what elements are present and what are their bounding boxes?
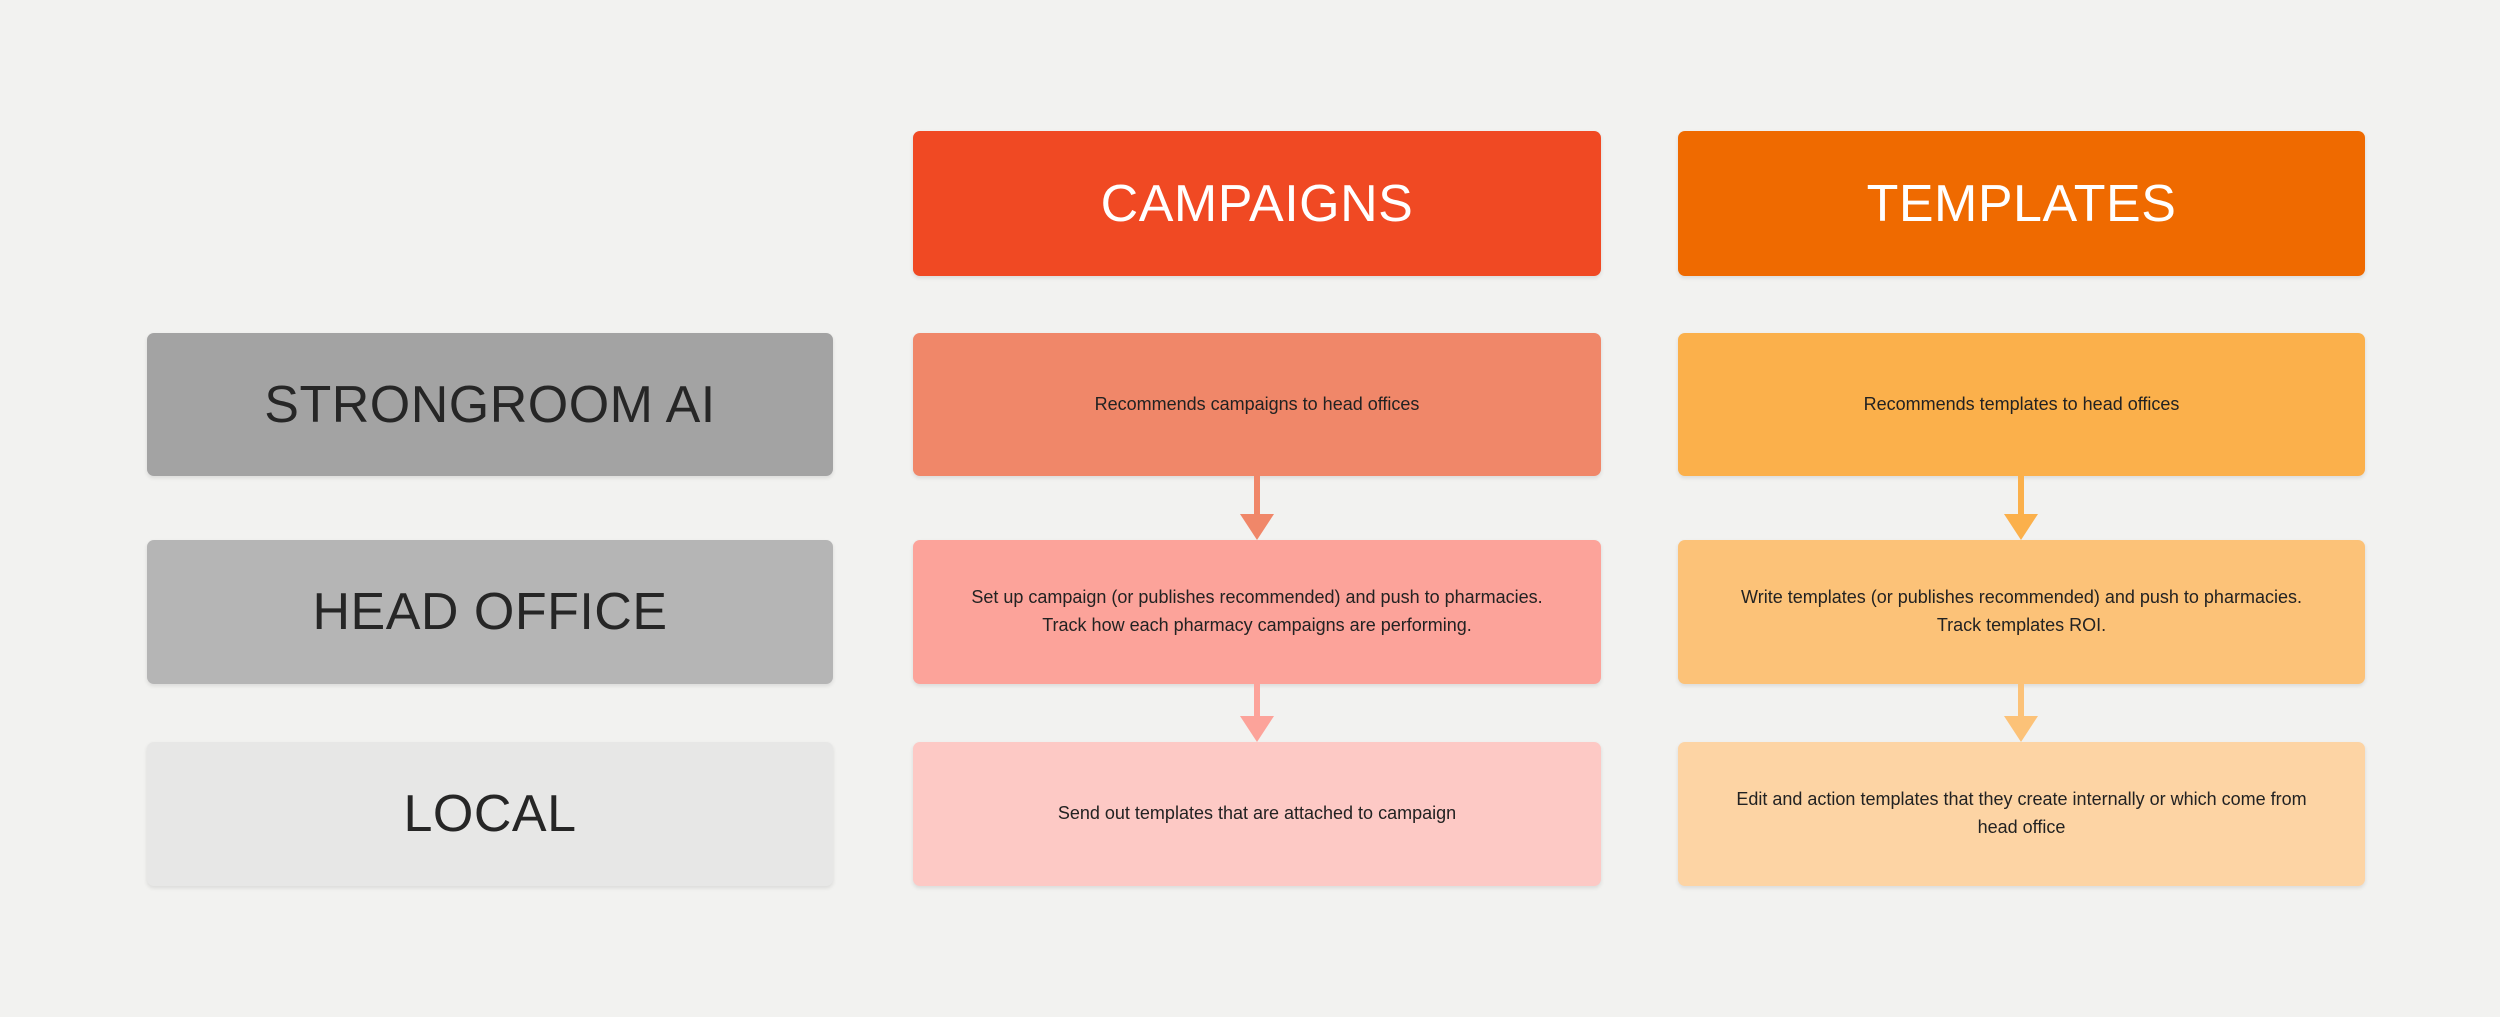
templates-strongroom-cell-text: Recommends templates to head offices <box>1863 393 2180 414</box>
campaigns-head-office-cell-text: Set up campaign (or publishes recommende… <box>971 587 1543 635</box>
templates-head-office-cell-text: Write templates (or publishes recommende… <box>1741 587 2302 635</box>
row-label-strongroom-ai: STRONGROOM AI <box>147 333 833 476</box>
arrow-stem <box>2018 684 2024 716</box>
arrow-down-icon <box>1240 476 1274 540</box>
campaigns-local-cell-text: Send out templates that are attached to … <box>1057 803 1457 824</box>
arrow-down-icon <box>2004 684 2038 742</box>
campaigns-header-label: CAMPAIGNS <box>1100 174 1414 233</box>
templates-local-cell: Edit and action templates that they crea… <box>1678 742 2365 886</box>
arrow-stem <box>2018 476 2024 514</box>
campaigns-strongroom-cell: Recommends campaigns to head offices <box>913 333 1601 476</box>
campaigns-strongroom-cell-text: Recommends campaigns to head offices <box>1094 393 1420 414</box>
arrow-head <box>1240 716 1274 742</box>
row-label-local-text: LOCAL <box>403 785 577 843</box>
campaigns-local-cell: Send out templates that are attached to … <box>913 742 1601 886</box>
row-label-local: LOCAL <box>147 742 833 886</box>
arrow-down-icon <box>1240 684 1274 742</box>
templates-local-cell-text: Edit and action templates that they crea… <box>1736 789 2307 837</box>
templates-strongroom-cell: Recommends templates to head offices <box>1678 333 2365 476</box>
arrow-head <box>2004 716 2038 742</box>
row-label-head-office-text: HEAD OFFICE <box>312 583 668 641</box>
campaigns-head-office-cell: Set up campaign (or publishes recommende… <box>913 540 1601 684</box>
arrow-head <box>2004 514 2038 540</box>
templates-header-label: TEMPLATES <box>1866 174 2177 233</box>
row-label-head-office: HEAD OFFICE <box>147 540 833 684</box>
templates-head-office-cell: Write templates (or publishes recommende… <box>1678 540 2365 684</box>
templates-header: TEMPLATES <box>1678 131 2365 276</box>
arrow-down-icon <box>2004 476 2038 540</box>
campaigns-header: CAMPAIGNS <box>913 131 1601 276</box>
arrow-stem <box>1254 684 1260 716</box>
row-label-strongroom-ai-text: STRONGROOM AI <box>264 375 716 434</box>
arrow-head <box>1240 514 1274 540</box>
arrow-stem <box>1254 476 1260 514</box>
